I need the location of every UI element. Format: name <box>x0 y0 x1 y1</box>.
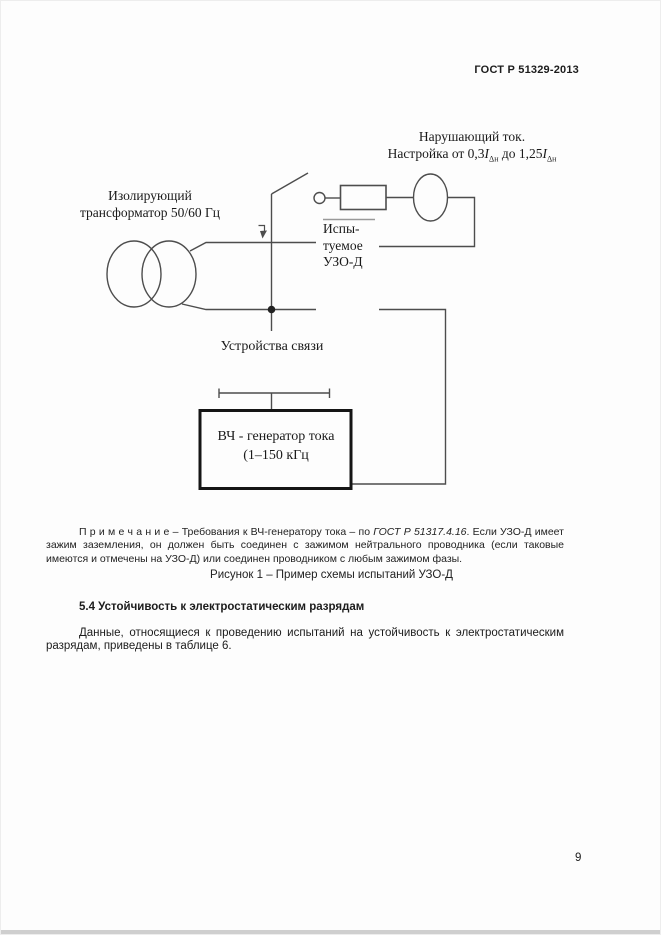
switch-terminal-circle <box>313 191 326 205</box>
phase-wire-left <box>189 241 316 252</box>
coupling-bar <box>218 388 331 410</box>
standard-reference: ГОСТ Р 51317.4.16 <box>373 525 467 538</box>
switch-blade <box>271 172 309 195</box>
figure-note: П р и м е ч а н и е – Требования к ВЧ-ге… <box>46 525 564 565</box>
junction-dot <box>267 305 276 314</box>
wire-device-to-generator <box>352 308 447 485</box>
neutral-wire-left <box>181 303 316 311</box>
document-header: ГОСТ Р 51329-2013 <box>474 64 579 76</box>
current-source-symbol <box>412 173 449 222</box>
wire-source-to-device <box>379 196 476 248</box>
figure-schematic <box>106 172 476 490</box>
isolating-transformer-symbol <box>106 240 197 308</box>
figure-caption: Рисунок 1 – Пример схемы испытаний УЗО-Д <box>210 569 453 581</box>
page-number: 9 <box>575 852 582 864</box>
page-bottom-shadow <box>1 930 660 934</box>
generator-label: ВЧ - генератор тока (1–150 кГц <box>217 429 335 463</box>
section-body: Данные, относящиеся к проведению испытан… <box>46 626 564 653</box>
current-direction-arrow <box>258 224 267 239</box>
resistor-symbol <box>339 184 387 211</box>
generator-box <box>198 409 353 490</box>
disturbing-current-line1: Нарушающий ток. <box>418 129 526 144</box>
note-label: П р и м е ч а н и е <box>79 525 170 538</box>
tested-device-label: Испы- туемое УЗО-Д <box>323 221 363 269</box>
isolating-transformer-label: Изолирующий трансформатор 50/60 Гц <box>79 188 221 220</box>
coupling-devices-label: Устройства связи <box>220 339 324 354</box>
disturbing-current-label: Нарушающий ток. Настройка от 0,3IΔн до 1… <box>383 128 561 168</box>
disturbing-current-line2: Настройка от 0,3IΔн до 1,25IΔн <box>387 146 557 164</box>
section-heading: 5.4 Устойчивость к электростатическим ра… <box>79 601 365 613</box>
